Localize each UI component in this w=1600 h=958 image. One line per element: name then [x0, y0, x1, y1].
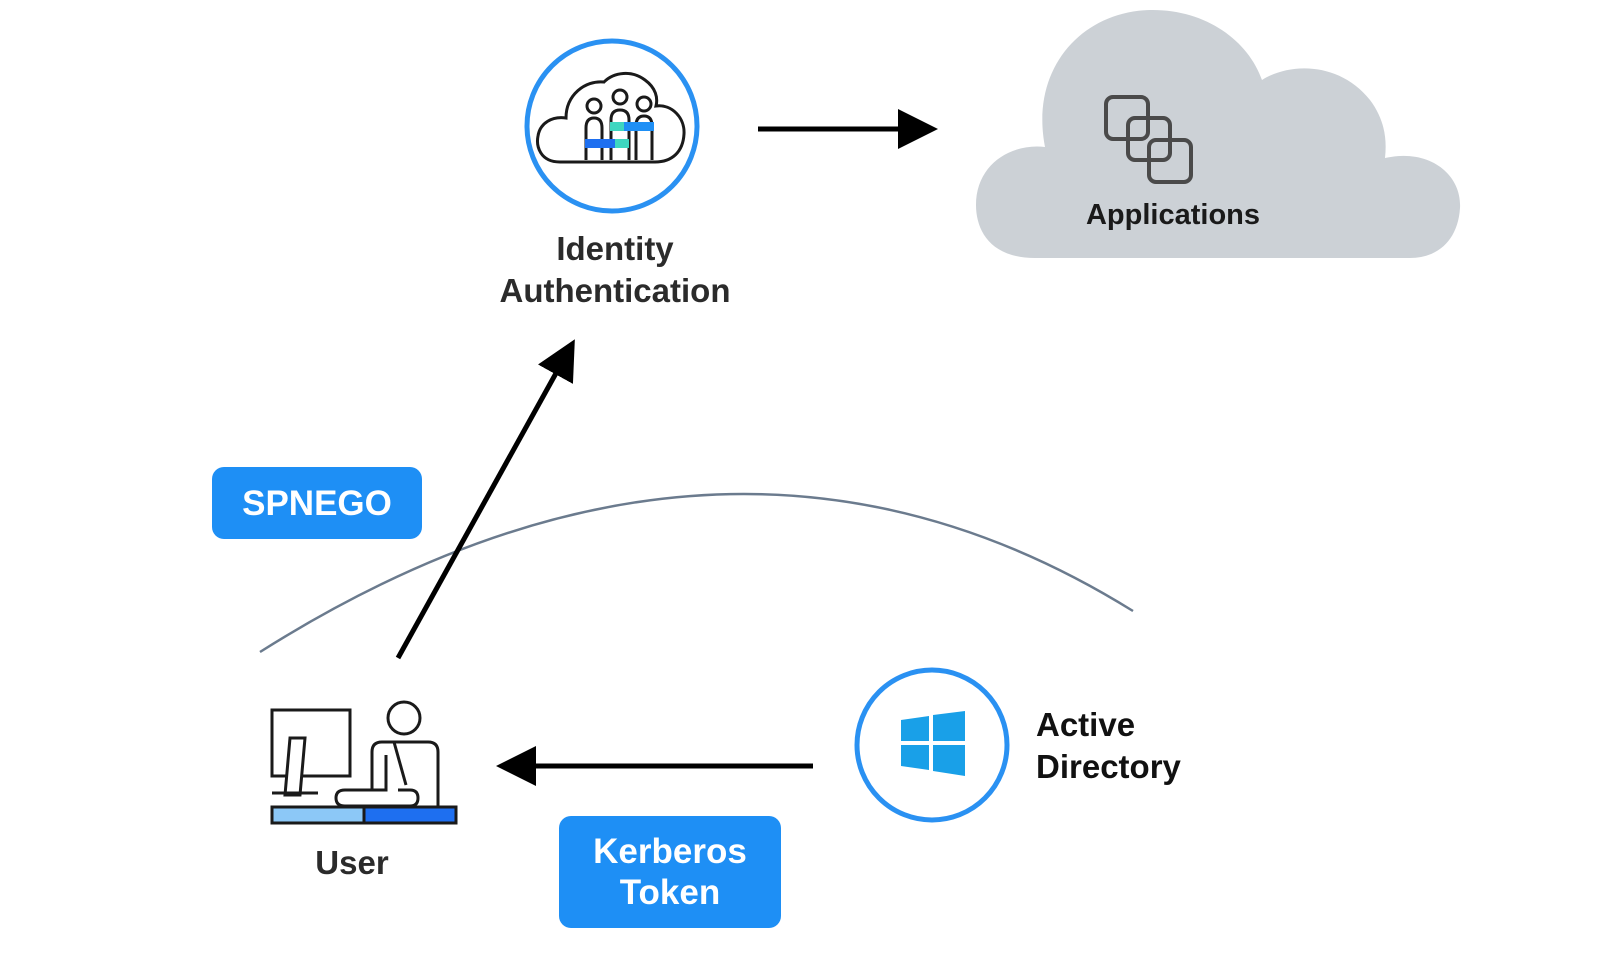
network-boundary-arc	[259, 492, 1134, 654]
active-directory-ring	[854, 667, 1010, 823]
active-directory-label: Active Directory	[1036, 704, 1256, 788]
overlapping-squares-icon	[1104, 95, 1193, 184]
applications-label-text: Applications	[1085, 199, 1260, 231]
spnego-badge-text: SPNEGO	[242, 483, 392, 523]
user-label-text: User	[315, 844, 389, 881]
kerberos-token-badge: Kerberos Token	[559, 816, 781, 928]
user-label: User	[290, 842, 414, 884]
active-directory-label-line1: Active	[1036, 706, 1136, 743]
cloud-people-icon	[536, 72, 686, 164]
applications-label: Applications	[1060, 194, 1286, 236]
identity-auth-label-line2: Authentication	[499, 272, 731, 309]
spnego-badge: SPNEGO	[212, 467, 422, 539]
identity-auth-label: Identity Authentication	[470, 228, 760, 312]
user-at-computer-icon	[270, 700, 458, 825]
windows-logo-icon	[901, 711, 965, 776]
applications-cloud	[976, 9, 1461, 259]
active-directory-label-line2: Directory	[1036, 748, 1181, 785]
kerberos-badge-line2: Token	[619, 873, 721, 912]
arrow-user-to-auth	[395, 339, 575, 660]
kerberos-badge-line1: Kerberos	[593, 832, 747, 871]
identity-auth-label-line1: Identity	[556, 230, 674, 267]
